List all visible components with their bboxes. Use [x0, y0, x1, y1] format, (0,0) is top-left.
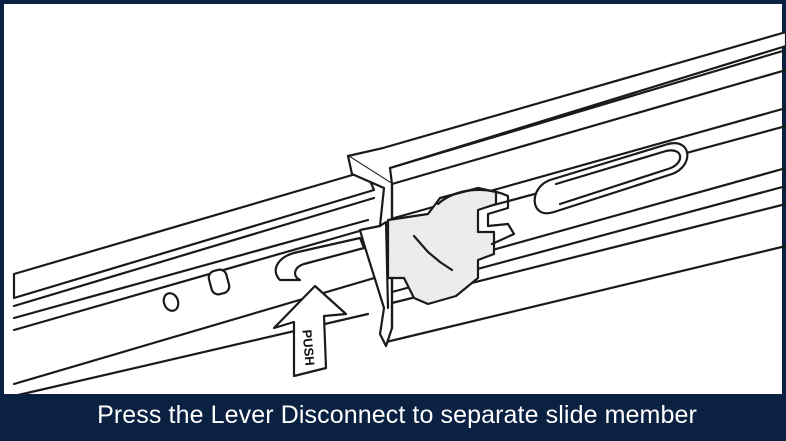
- caption-text: Press the Lever Disconnect to separate s…: [97, 401, 697, 429]
- lever-disconnect-tab: [386, 186, 498, 306]
- outer-slide-member: [346, 30, 786, 348]
- caption-bar: Press the Lever Disconnect to separate s…: [4, 394, 786, 437]
- lever-slot: [274, 236, 366, 282]
- slide-rail-illustration: PUSH: [12, 30, 786, 398]
- round-hole: [162, 292, 180, 312]
- push-arrow: [272, 284, 348, 378]
- inner-slide-member: [12, 169, 390, 398]
- push-label: PUSH: [299, 329, 317, 366]
- square-hole: [207, 268, 231, 296]
- elongated-slot: [533, 142, 689, 215]
